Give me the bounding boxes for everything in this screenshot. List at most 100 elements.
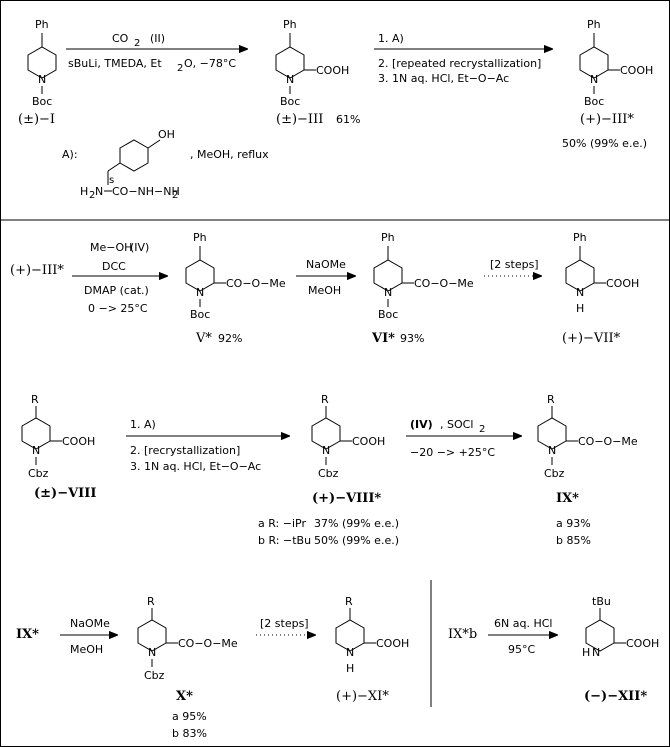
reagent-A: A): OH H 2 N CO−NH−NH 2 s , MeOH, reflux — [62, 128, 269, 201]
nitrogen-label: N — [590, 73, 598, 86]
compound-VIIIstar: R N Cbz COOH (+)−VIII* a R: −iPr 37% (99… — [258, 393, 399, 547]
variant-a-value: 37% (99% e.e.) — [314, 517, 399, 530]
reagent-iv-ref: (IV) — [130, 241, 149, 254]
phenyl-label: Ph — [381, 231, 395, 244]
compound-III: Ph N Boc COOH (±)−III 61% — [275, 18, 360, 127]
yield-III: 61% — [336, 113, 360, 126]
reagent-meoh: Me−OH — [90, 241, 132, 254]
nitrogen-label: N — [38, 73, 46, 86]
hydroxyl-label: OH — [158, 128, 175, 141]
phenyl-label: Ph — [573, 231, 587, 244]
reagent-iv-ref: (IV) — [410, 418, 433, 431]
label-IIIstar-start: (+)−III* — [10, 263, 64, 278]
compound-VIII: R N Cbz COOH (±)−VIII — [21, 393, 96, 501]
cooh-label: COOH — [62, 435, 95, 448]
variant-b-label: b R: −tBu — [258, 534, 311, 547]
arrow-5: [2 steps] — [484, 258, 542, 276]
phenyl-label: Ph — [283, 18, 297, 31]
reagent-temp: O, −78°C — [184, 57, 236, 70]
label-compound-VIIIstar: (+)−VIII* — [312, 491, 381, 506]
stereo-s: s — [109, 175, 114, 186]
nitrogen-label: N — [286, 73, 294, 86]
row2-start: (+)−III* — [10, 263, 64, 278]
boc-label: Boc — [190, 308, 210, 321]
nitrogen-label: N — [548, 444, 556, 457]
cbz-label: Cbz — [318, 467, 339, 480]
reagent-temp: −20 −> +25°C — [410, 446, 495, 459]
reagent-co2: CO — [112, 32, 129, 45]
reagent-meoh: MeOH — [308, 284, 341, 297]
reagent-co2-sub: 2 — [134, 38, 140, 49]
reagent-dcc: DCC — [102, 260, 126, 273]
label-compound-XI: (+)−XI* — [336, 689, 389, 704]
step-2: 2. [repeated recrystallization] — [378, 57, 541, 70]
arrow-9: [2 steps] — [256, 617, 316, 635]
label-compound-IX: IX* — [556, 491, 579, 506]
compound-IIIstar: Ph N Boc COOH (+)−III* 50% (99% e.e.) — [562, 18, 653, 150]
label-compound-VI: VI* — [371, 331, 395, 346]
compound-XI: R N H COOH (+)−XI* — [335, 595, 409, 704]
variant-b-value: 50% (99% e.e.) — [314, 534, 399, 547]
nitrogen-label: N — [592, 646, 600, 659]
boc-label: Boc — [280, 95, 300, 108]
nitrogen-label: N — [148, 646, 156, 659]
yield-IIIstar: 50% (99% e.e.) — [562, 137, 647, 150]
reagent-temp: 95°C — [508, 643, 535, 656]
label-compound-I: (±)−I — [18, 112, 55, 127]
compound-V: Ph N Boc CO−O−Me V* 92% — [185, 231, 286, 346]
reagent-temp: 0 −> 25°C — [88, 302, 148, 315]
step-3: 3. 1N aq. HCl, Et−O−Ac — [130, 460, 261, 473]
label-compound-X: X* — [176, 689, 193, 704]
reagent-dmap: DMAP (cat.) — [84, 284, 149, 297]
compound-X: R N Cbz CO−O−Me X* a 95% b 83% — [137, 595, 238, 740]
label-compound-XII: (−)−XII* — [584, 689, 647, 704]
ix-variant-a: a 93% — [556, 517, 591, 530]
cooh-label: COOH — [620, 64, 653, 77]
reagent-sbuli: sBuLi, TMEDA, Et — [68, 57, 162, 70]
r-label: R — [321, 393, 329, 406]
reagent-ii-ref: (II) — [150, 32, 165, 45]
arrow-8: NaOMe MeOH — [60, 617, 118, 656]
step-3: 3. 1N aq. HCl, Et−O−Ac — [378, 72, 509, 85]
arrow-1: CO 2 (II) sBuLi, TMEDA, Et 2 O, −78°C — [66, 32, 248, 74]
compound-IX: R N Cbz CO−O−Me IX* a 93% b 85% — [537, 393, 638, 547]
cbz-label: Cbz — [544, 467, 565, 480]
reagent-A-label: A): — [62, 148, 78, 161]
phenyl-label: Ph — [193, 231, 207, 244]
cooh-label: COOH — [626, 637, 659, 650]
cooh-label: COOH — [606, 277, 639, 290]
label-compound-III: (±)−III — [276, 112, 323, 127]
ester-label: CO−O−Me — [226, 277, 286, 290]
amine-sub: 2 — [89, 190, 95, 201]
reagent-meoh: MeOH — [70, 643, 103, 656]
tbu-label: tBu — [592, 595, 611, 608]
nitrogen-label: N — [576, 286, 584, 299]
yield-V: 92% — [218, 332, 242, 345]
ester-label: CO−O−Me — [414, 277, 474, 290]
reagent-et2o-sub: 2 — [177, 63, 183, 74]
arrow-4: NaOMe MeOH — [296, 258, 356, 297]
hydrazide-sub: 2 — [172, 190, 178, 201]
cooh-label: COOH — [316, 64, 349, 77]
ester-label: CO−O−Me — [178, 637, 238, 650]
x-variant-a: a 95% — [172, 710, 207, 723]
label-compound-IIIstar: (+)−III* — [580, 112, 634, 127]
compound-I: Ph N Boc (±)−I — [18, 18, 57, 127]
nitrogen-label: N — [384, 286, 392, 299]
step-1: 1. A) — [378, 32, 404, 45]
nh-hydrogen: H — [576, 302, 584, 315]
reagent-naome: NaOMe — [70, 617, 110, 630]
cooh-label: COOH — [352, 435, 385, 448]
label-IXb-start: IX*b — [448, 627, 477, 642]
nh-hydrogen: H — [582, 646, 590, 659]
phenyl-label: Ph — [587, 18, 601, 31]
nitrogen-label: N — [346, 646, 354, 659]
reagent-socl2: , SOCl — [440, 418, 473, 431]
cbz-label: Cbz — [144, 669, 165, 682]
arrow-2: 1. A) 2. [repeated recrystallization] 3.… — [374, 32, 553, 85]
cooh-label: COOH — [376, 637, 409, 650]
compound-VII: Ph N H COOH (+)−VII* — [562, 231, 639, 346]
reagent-socl2-sub: 2 — [479, 424, 485, 435]
